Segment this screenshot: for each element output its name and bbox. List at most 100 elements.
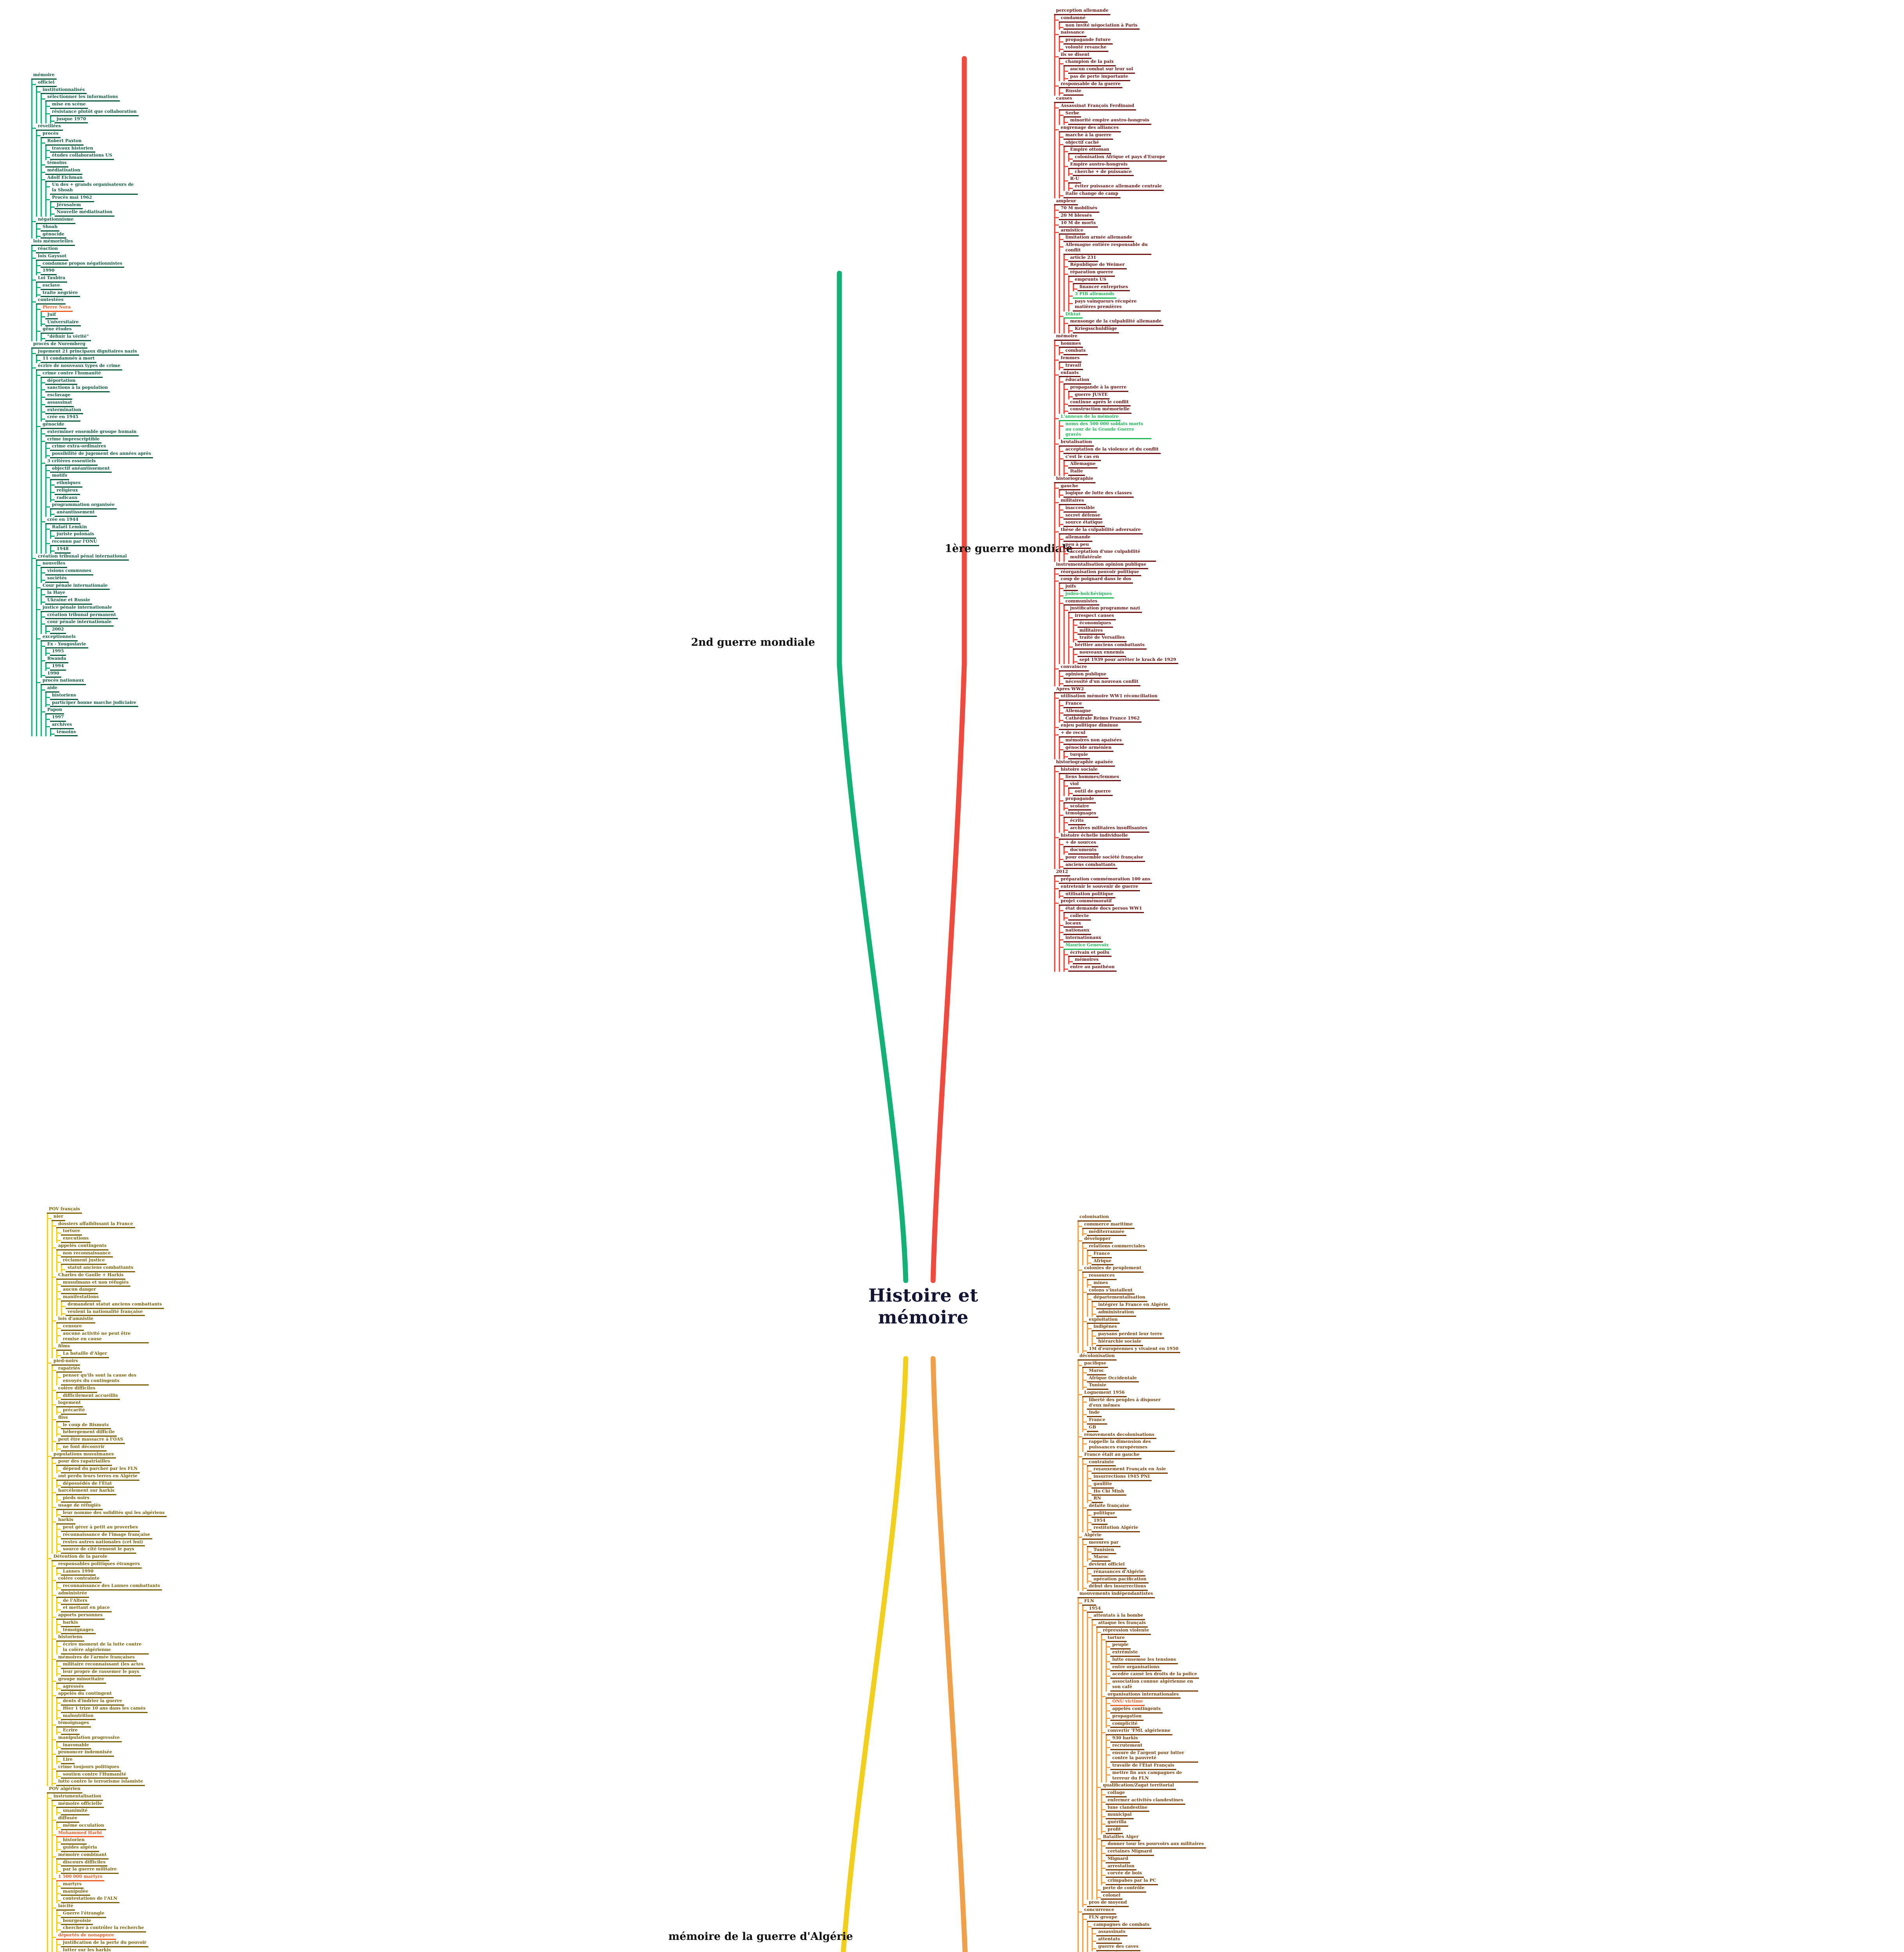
node-label[interactable]: objectif anéantissement (50, 466, 112, 473)
node-label[interactable]: perception allemande (1054, 8, 1111, 15)
node-label[interactable]: concurrence (1082, 1907, 1117, 1915)
node-label[interactable]: réclament justice (61, 1257, 107, 1265)
node-label[interactable]: historien (61, 1837, 87, 1845)
node-label[interactable]: instrumentalisation (52, 1793, 103, 1801)
node-label[interactable]: défaite française (1087, 1503, 1131, 1510)
node-label[interactable]: Inde (1087, 1410, 1102, 1417)
node-label[interactable]: dépend du parcher par les FLN (61, 1466, 140, 1473)
node-label[interactable]: Maurice Genevoix (1063, 942, 1111, 950)
node-label[interactable]: mensonge de la culpabilité allemande (1068, 319, 1164, 326)
node-label[interactable]: pied-noirs (52, 1358, 80, 1366)
node-label[interactable]: mémoires (1073, 957, 1101, 964)
node-label[interactable]: travaux historien (50, 146, 95, 153)
node-label[interactable]: 930 harkis (1110, 1735, 1140, 1743)
node-label[interactable]: recrutement (1110, 1743, 1145, 1750)
node-label[interactable]: responsables politiques étrangers (56, 1561, 142, 1569)
node-label[interactable]: La bataille d'Alger (61, 1351, 109, 1358)
node-label[interactable]: apports personnes (56, 1612, 105, 1620)
node-label[interactable]: reconnaissance des Lannes combattants (61, 1583, 162, 1590)
node-label[interactable]: déportation (45, 378, 78, 385)
node-label[interactable]: traité de Versailles (1078, 635, 1127, 642)
node-label[interactable]: L'anneau de la mémoire (1059, 414, 1121, 421)
node-label[interactable]: + de recul (1059, 730, 1088, 737)
node-label[interactable]: Allemagne entière responsable du conflit (1063, 242, 1151, 255)
node-label[interactable]: judéo-bolchéviques (1063, 591, 1114, 598)
node-label[interactable]: peut être massacre à l'OAS (56, 1437, 125, 1444)
node-label[interactable]: noms des 500 000 soldats morts au cour d… (1063, 421, 1151, 439)
node-label[interactable]: Rwanda (45, 656, 68, 663)
node-label[interactable]: crée en 1945 (45, 414, 80, 422)
node-label[interactable]: contrainte (1087, 1459, 1116, 1467)
node-label[interactable]: 10 M de morts (1059, 220, 1098, 228)
node-label[interactable]: liberté des peuples à disposer d'eux mêm… (1087, 1397, 1175, 1410)
node-label[interactable]: appelés du contingent (56, 1691, 114, 1698)
node-label[interactable]: harkis (56, 1517, 75, 1525)
node-label[interactable]: mémoire (31, 72, 57, 80)
node-label[interactable]: qualification/Zagat territorial (1101, 1783, 1176, 1790)
node-label[interactable]: génocide (41, 232, 66, 239)
node-label[interactable]: populations musulmanes (52, 1452, 116, 1459)
node-label[interactable]: relations commerciales (1087, 1243, 1147, 1251)
node-label[interactable]: Jérusalem (55, 202, 83, 210)
node-label[interactable]: réconnaissance de l'image française (61, 1532, 152, 1539)
node-label[interactable]: utilisation politique (1063, 891, 1115, 899)
node-label[interactable]: crime extra-ordinaires (50, 443, 108, 451)
node-label[interactable]: historiens (56, 1634, 84, 1642)
node-label[interactable]: visions communes (45, 568, 93, 575)
node-label[interactable]: logement (56, 1400, 83, 1407)
node-label[interactable]: royauxement Françaix en Asie (1092, 1466, 1168, 1474)
node-label[interactable]: juifs (1063, 584, 1078, 591)
node-label[interactable]: lutte ensemse les tensions (1110, 1657, 1178, 1664)
node-label[interactable]: scolaire (1068, 803, 1091, 811)
node-label[interactable]: Tunisie (1087, 1382, 1108, 1390)
node-label[interactable]: fliss (56, 1415, 70, 1422)
node-label[interactable]: entre au panthéon (1068, 964, 1117, 972)
node-label[interactable]: ne font découvrir (61, 1444, 107, 1452)
node-label[interactable]: Lognement 1956 (1082, 1390, 1127, 1397)
node-label[interactable]: Empire ottoman (1068, 147, 1111, 154)
node-label[interactable]: contestations de l'ALN (61, 1896, 119, 1903)
node-label[interactable]: extrémiste (1110, 1649, 1140, 1657)
node-label[interactable]: rapatriés (56, 1366, 82, 1373)
node-label[interactable]: témoignages (61, 1627, 96, 1635)
node-label[interactable]: esclavage (45, 392, 73, 400)
node-label[interactable]: Nouvelle médiatisation (55, 209, 114, 217)
node-label[interactable]: Kriegsschuldlüge (1073, 326, 1119, 333)
node-label[interactable]: Italie (1068, 468, 1085, 476)
node-label[interactable]: Charles de Gaulle + Harkis (56, 1272, 126, 1280)
node-label[interactable]: décolonisation (1078, 1353, 1117, 1361)
node-label[interactable]: de l'Alters (61, 1598, 89, 1605)
node-label[interactable]: la Haye (45, 590, 68, 597)
node-label[interactable]: mines (1092, 1280, 1110, 1288)
node-label[interactable]: commerce maritime (1082, 1222, 1135, 1229)
node-label[interactable]: pays vainqueurs récupère matières premiè… (1073, 299, 1161, 312)
node-label[interactable]: Mignard (1106, 1856, 1130, 1863)
node-label[interactable]: Détention de la parole (52, 1554, 109, 1561)
node-label[interactable]: éducation (1063, 377, 1092, 385)
node-label[interactable]: communistes (1063, 598, 1099, 606)
node-label[interactable]: Apres WW2 (1054, 686, 1086, 694)
node-label[interactable]: internationaux (1063, 935, 1103, 942)
node-label[interactable]: aucun combat sur leur sol (1068, 66, 1135, 74)
node-label[interactable]: Allemagne (1063, 708, 1093, 716)
node-label[interactable]: harcèlement sur harkis (56, 1488, 117, 1495)
node-label[interactable]: manipulée (61, 1889, 90, 1896)
node-label[interactable]: lune clandestine (1106, 1805, 1150, 1812)
node-label[interactable]: insurrections 1945 PNI (1092, 1474, 1152, 1481)
node-label[interactable]: colonel (1101, 1893, 1122, 1900)
node-label[interactable]: pieds noirs (61, 1495, 92, 1503)
node-label[interactable]: lois mémorielles (31, 239, 75, 246)
node-label[interactable]: limitation armée allemande (1063, 235, 1135, 242)
node-label[interactable]: association connue algérienne en son caf… (1110, 1679, 1198, 1692)
node-label[interactable]: construction mémorielle (1068, 406, 1132, 414)
node-label[interactable]: Un des + grands organisateurs de la Shoa… (50, 182, 138, 195)
node-label[interactable]: manipulation progressive (56, 1735, 122, 1742)
node-label[interactable]: dents d'indrier la guerre (61, 1698, 124, 1706)
node-label[interactable]: martyrs (61, 1881, 84, 1889)
node-label[interactable]: gauche (1059, 483, 1080, 491)
node-label[interactable]: guides algéria (61, 1845, 99, 1852)
node-label[interactable]: restes autres nationales (cet hui) (61, 1539, 145, 1547)
node-label[interactable]: participer bonne marche judiciaire (50, 700, 138, 707)
node-label[interactable]: rénasances d'Algérie (1092, 1569, 1146, 1576)
